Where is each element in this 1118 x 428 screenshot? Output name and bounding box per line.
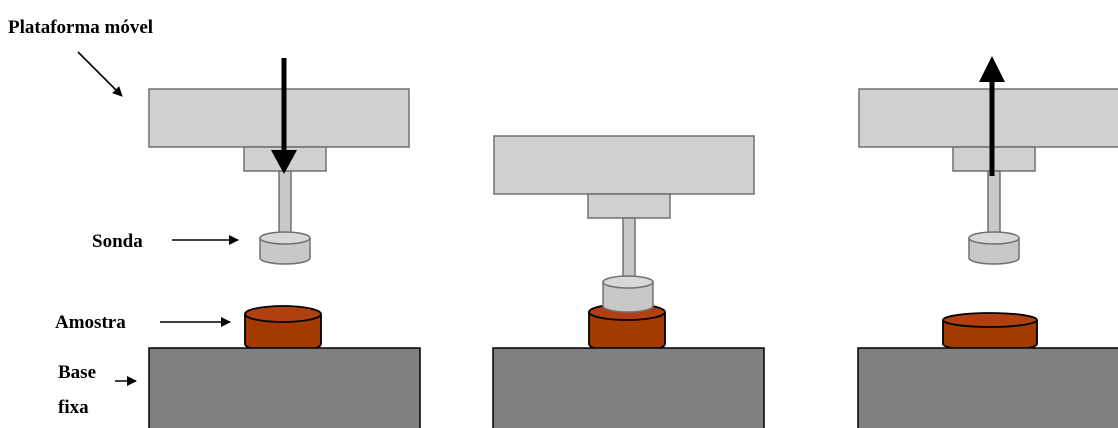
movable-platform xyxy=(858,88,1118,148)
probe-rod xyxy=(622,217,636,281)
platform-label: Plataforma móvel xyxy=(8,17,153,38)
up-arrow-head xyxy=(979,56,1005,82)
down-arrow-head xyxy=(271,150,297,174)
probe-rod xyxy=(987,170,1001,234)
probe-label: Sonda xyxy=(92,231,143,252)
sample xyxy=(244,305,322,353)
stage-contact xyxy=(492,135,765,428)
sample-label: Amostra xyxy=(55,312,126,333)
probe xyxy=(602,275,654,313)
sample-flattened xyxy=(942,312,1038,352)
base-label-line2: fixa xyxy=(58,397,89,418)
probe xyxy=(968,231,1020,265)
fixed-base xyxy=(492,347,765,428)
fixed-base xyxy=(857,347,1118,428)
movable-platform xyxy=(493,135,755,195)
probe-rod xyxy=(278,170,292,234)
platform-label-arrow xyxy=(77,51,123,97)
fixed-base xyxy=(148,347,421,428)
base-label-line1: Base xyxy=(58,362,96,383)
stage-approach xyxy=(148,58,421,428)
movable-platform xyxy=(148,88,410,148)
stage-retract xyxy=(857,56,1118,428)
probe-holder xyxy=(587,193,671,219)
probe xyxy=(259,231,311,265)
